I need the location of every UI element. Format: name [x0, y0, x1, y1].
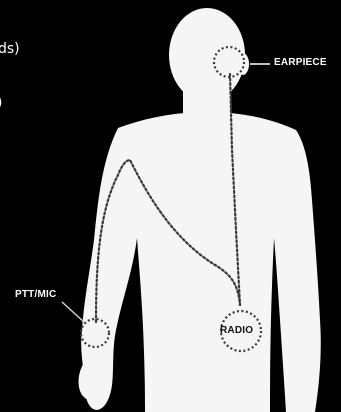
- partial-text-line-1: ds): [0, 42, 20, 56]
- partial-text-line-2: ): [0, 96, 2, 110]
- body-silhouette: [79, 8, 321, 412]
- ptt-mic-label: PTT/MIC: [15, 290, 56, 300]
- head: [169, 8, 245, 102]
- earpiece-label: EARPIECE: [274, 58, 327, 68]
- ear: [237, 53, 249, 75]
- radio-label: RADIO: [220, 326, 253, 336]
- ptt-mic-leader-line: [62, 302, 84, 322]
- torso-and-arms: [81, 112, 321, 412]
